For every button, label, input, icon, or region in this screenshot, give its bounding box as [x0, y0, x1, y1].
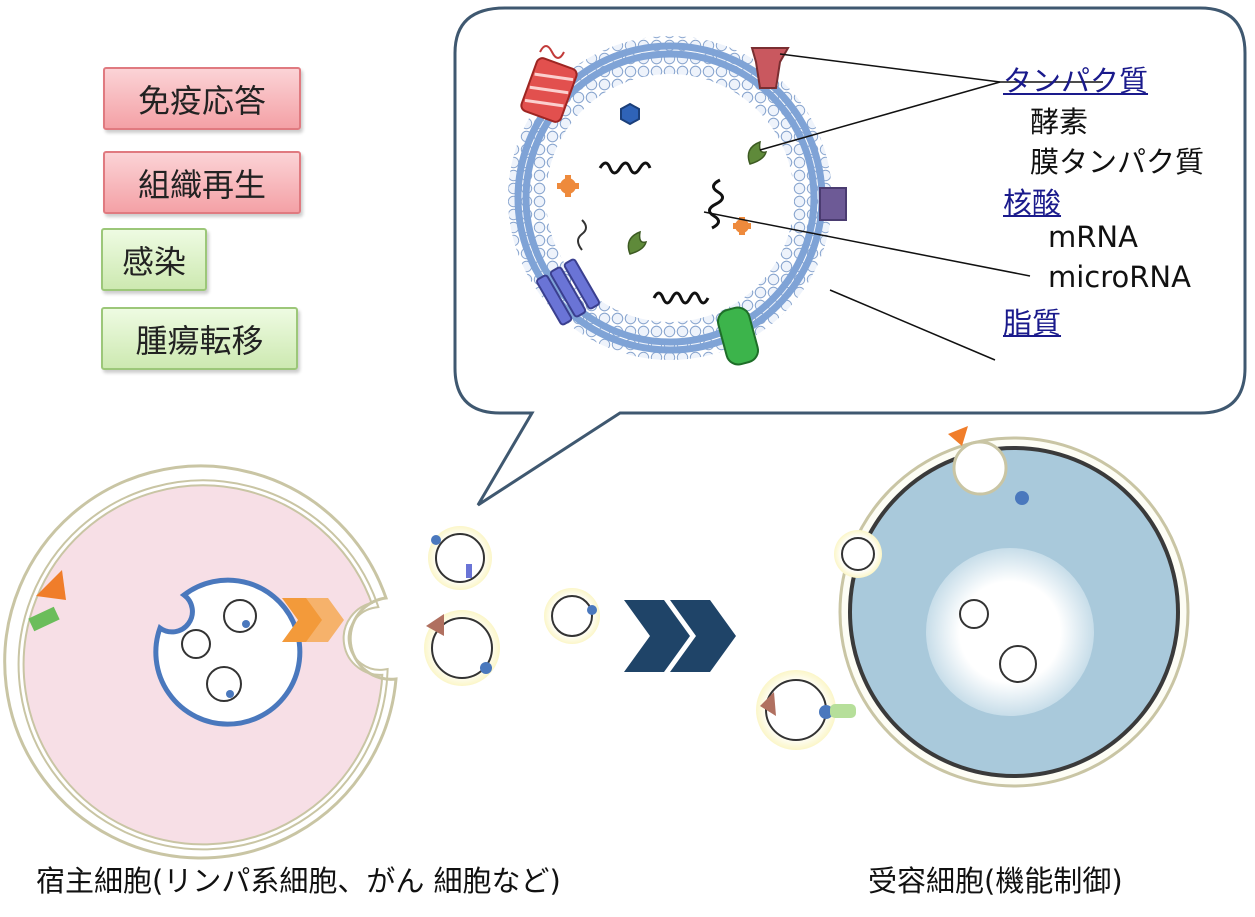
rna-strand-icon [652, 291, 710, 305]
orange-cross-protein [557, 175, 579, 197]
protein-crescent [627, 230, 648, 255]
exosome-vesicle-icon [834, 530, 882, 578]
green-transmembrane-protein [716, 306, 760, 366]
recipient-cell [838, 436, 1190, 788]
rna-strand-icon [598, 161, 652, 175]
host-cell-caption: 宿主細胞(リンパ系細胞、がん 細胞など) [36, 864, 561, 898]
exosome-vesicle-icon [424, 610, 500, 686]
forward-chevron-icon [624, 600, 690, 672]
tag-infection: 感染 [101, 228, 207, 291]
surface-protein-green [28, 606, 60, 632]
forward-chevron-icon [306, 598, 344, 642]
channel-tail [577, 219, 587, 251]
tag-immune-response: 免疫応答 [103, 67, 301, 130]
membrane-protein-purple [819, 187, 847, 221]
recipient-cell-caption: 受容細胞(機能制御) [868, 864, 1123, 898]
tag-tissue-regeneration: 組織再生 [103, 151, 301, 214]
exosome-vesicle-icon [428, 526, 492, 590]
legend-mrna: mRNA [1048, 220, 1138, 254]
receptor-protein [750, 47, 790, 89]
legend-nucleic-acid: 核酸 [1003, 186, 1062, 220]
leader-lines [703, 53, 1103, 361]
enzyme-hexagon [620, 102, 640, 126]
exosome-vesicle-icon [948, 426, 1008, 496]
ion-channel [536, 258, 600, 326]
transmembrane-protein-icon [520, 45, 578, 123]
forward-chevron-icon [670, 600, 736, 672]
legend-microrna: microRNA [1048, 260, 1191, 294]
exosome-vesicle-icon [544, 588, 600, 644]
surface-protein-orange [36, 570, 66, 600]
tag-tumor-metastasis: 腫瘍転移 [101, 307, 298, 370]
legend-lipid: 脂質 [1003, 306, 1062, 340]
lipid-bilayer-icon [508, 36, 832, 360]
legend-protein: タンパク質 [1003, 64, 1149, 98]
legend-membrane-protein: 膜タンパク質 [1030, 145, 1205, 179]
orange-cross-protein [733, 217, 751, 235]
legend-enzyme: 酵素 [1030, 105, 1089, 139]
rna-strand-icon [708, 178, 724, 230]
exosome-vesicle-icon [756, 670, 856, 750]
multivesicular-body [153, 577, 303, 727]
